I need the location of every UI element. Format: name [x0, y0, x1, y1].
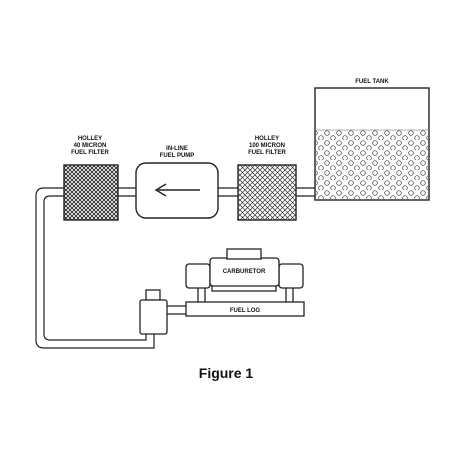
filter-40-label-line-1: HOLLEY — [78, 136, 102, 142]
fuel-log-label: FUEL LOG — [230, 308, 261, 314]
pump-label-line-2: FUEL PUMP — [160, 153, 195, 159]
carburetor-label: CARBURETOR — [223, 269, 266, 275]
filter-100-label-line-3: FUEL FILTER — [248, 150, 286, 156]
flow-arrow-icon — [154, 183, 200, 197]
figure-caption: Figure 1 — [199, 365, 254, 381]
fuel-log-fitting — [139, 289, 168, 335]
fuel-lines — [35, 187, 315, 349]
filter-100-micron: HOLLEY 100 MICRON FUEL FILTER — [237, 136, 297, 221]
in-line-fuel-pump: IN-LINE FUEL PUMP — [135, 146, 219, 219]
carburetor: CARBURETOR — [185, 248, 304, 302]
filter-40-micron: HOLLEY 40 MICRON FUEL FILTER — [63, 136, 119, 221]
filter-100-label-line-1: HOLLEY — [255, 136, 279, 142]
filter-40-label-line-3: FUEL FILTER — [71, 150, 109, 156]
filter-40-label-line-2: 40 MICRON — [74, 143, 107, 149]
fuel-log: FUEL LOG — [167, 301, 305, 317]
filter-100-label-line-2: 100 MICRON — [249, 143, 285, 149]
pump-label-line-1: IN-LINE — [166, 146, 188, 152]
fuel-tank: FUEL TANK — [314, 79, 430, 201]
fuel-tank-label: FUEL TANK — [355, 79, 389, 85]
